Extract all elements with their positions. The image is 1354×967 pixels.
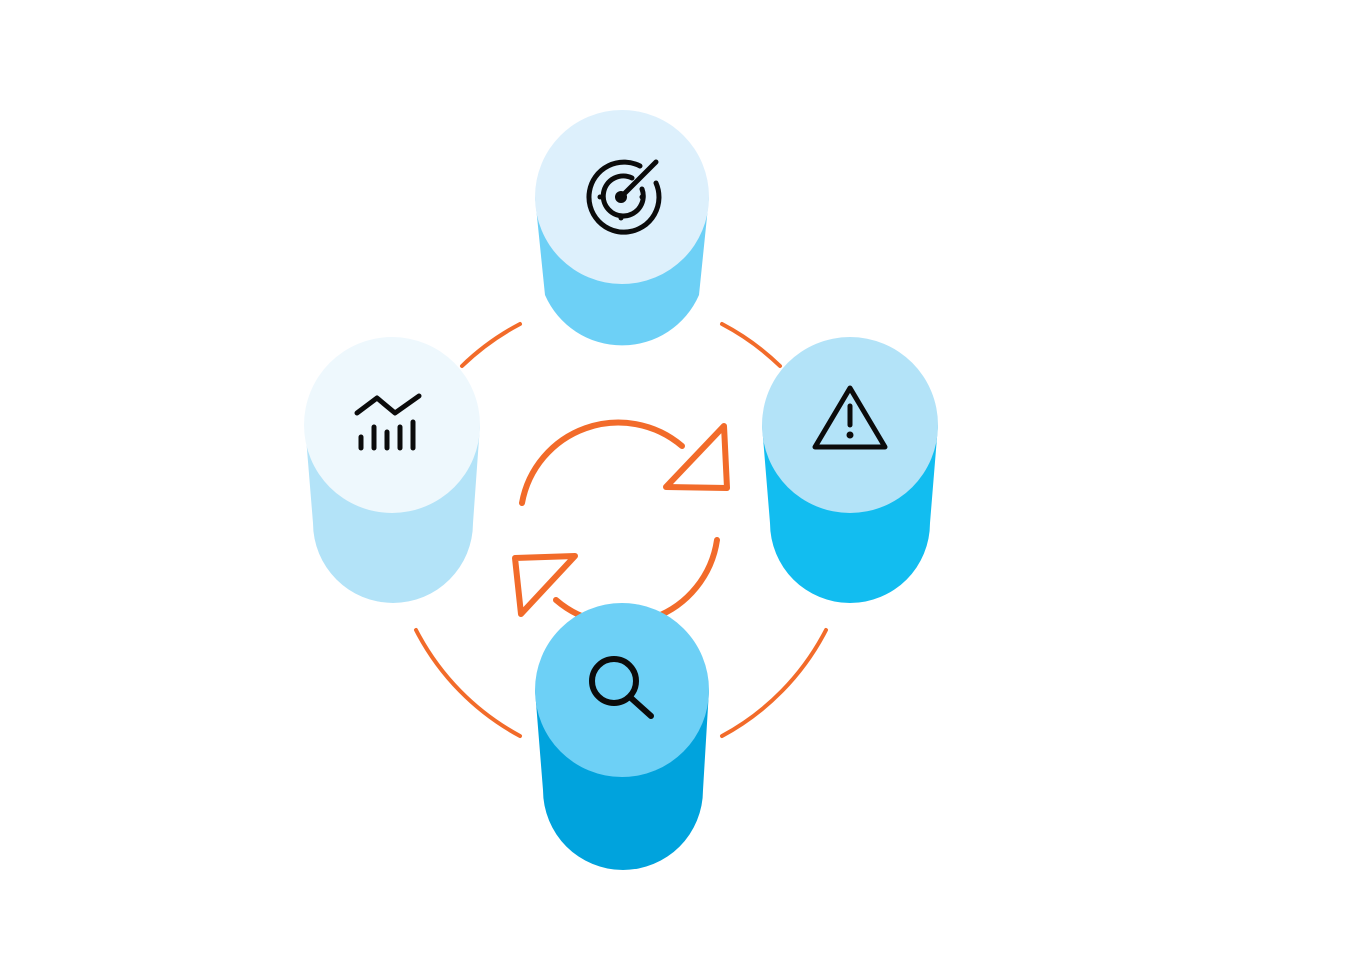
warning-icon	[812, 385, 888, 450]
ring-segment-bottom-left	[414, 628, 522, 738]
cylinder-left	[304, 337, 480, 603]
cylinder-top	[535, 110, 709, 346]
target-icon	[586, 159, 662, 235]
bar-chart-trend-icon	[354, 393, 422, 451]
cylinder-bottom	[535, 603, 709, 870]
refresh-arrowhead-bottom	[512, 553, 578, 617]
refresh-icon	[512, 419, 730, 627]
search-icon	[589, 656, 654, 719]
ring-segment-top-right	[720, 322, 782, 368]
cylinder-right	[762, 337, 938, 603]
ring-segment-bottom-right	[720, 628, 828, 738]
refresh-arc-top	[519, 419, 685, 506]
refresh-arrowhead-top	[663, 423, 730, 491]
cylinder-left-cap	[304, 337, 480, 513]
cycle-ring	[414, 322, 828, 738]
cylinder-bottom-cap	[535, 603, 709, 777]
ring-segment-top-left	[460, 322, 522, 368]
